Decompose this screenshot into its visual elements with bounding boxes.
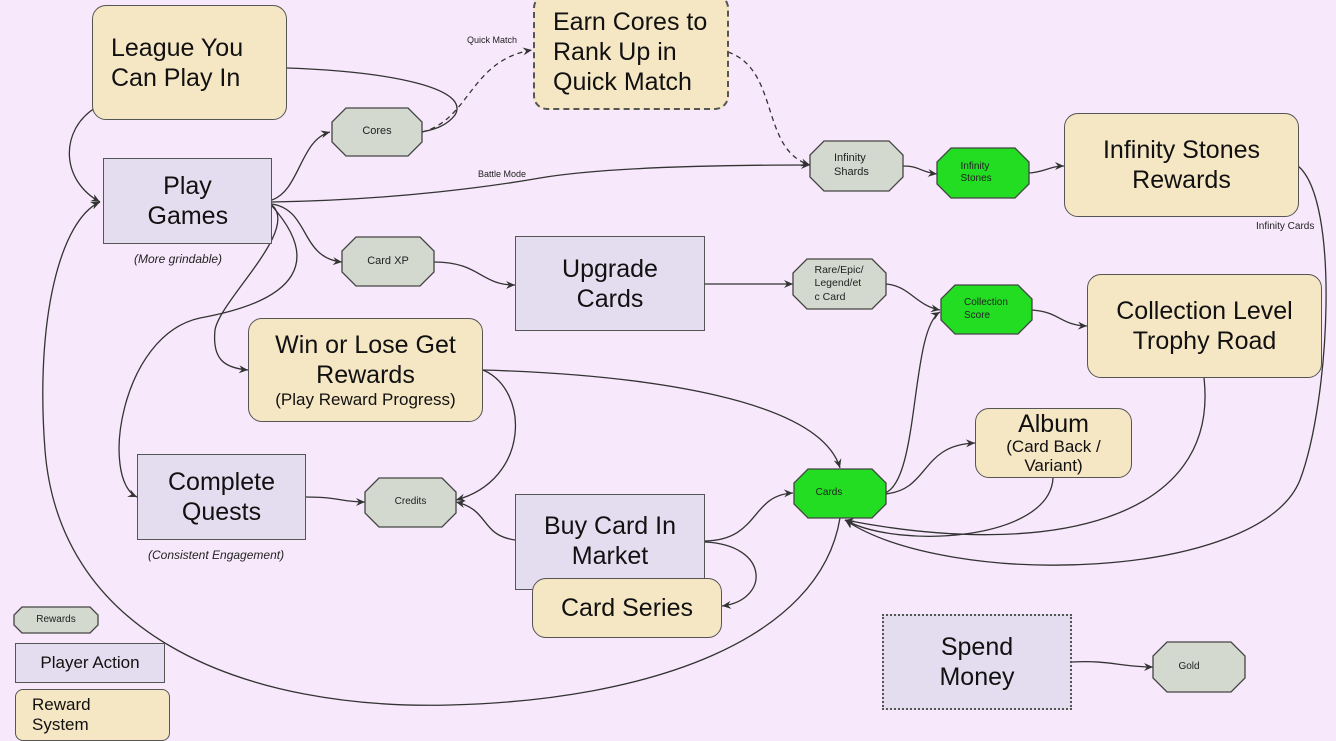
edge-play-to-cores xyxy=(271,130,331,201)
edge-winlose-to-credits xyxy=(455,369,516,502)
edge-cards-to-album xyxy=(884,439,976,495)
node-win-lose-label: Win or Lose Get Rewards xyxy=(275,330,456,389)
legend-rewards: Rewards xyxy=(13,606,99,634)
edge-play-to-winlose xyxy=(213,204,279,374)
legend-reward-system: Reward System xyxy=(15,689,170,741)
reward-cores-label: Cores xyxy=(362,125,392,138)
edge-label-quick-match: Quick Match xyxy=(467,35,518,45)
legend-player-action: Player Action xyxy=(15,643,165,683)
octagon-shape xyxy=(341,236,435,287)
reward-collection-score-label: Collection Score xyxy=(964,297,1008,321)
node-collection-level[interactable]: Collection Level Trophy Road xyxy=(1087,274,1322,378)
edge-buy-to-credits xyxy=(455,500,516,541)
edge-play-to-cardxp xyxy=(271,203,343,266)
octagon-shape xyxy=(936,147,1030,199)
reward-infinity-shards-label: Infinity Shards xyxy=(834,152,869,178)
node-album[interactable]: Album (Card Back / Variant) xyxy=(975,408,1132,478)
edge-trophy-to-cards xyxy=(844,377,1206,536)
reward-infinity-stones[interactable]: Infinity Stones xyxy=(936,147,1030,199)
reward-infinity-stones-label: Infinity Stones xyxy=(960,160,992,185)
octagon-shape xyxy=(13,606,99,634)
edge-album-to-cards xyxy=(844,477,1054,537)
edge-cardxp-to-upgrade xyxy=(433,261,516,289)
edge-shards-to-stones xyxy=(902,165,938,177)
octagon-shape xyxy=(331,107,423,157)
legend-player-action-label: Player Action xyxy=(40,652,140,672)
edge-cores-to-earn xyxy=(421,47,533,133)
node-upgrade-cards[interactable]: Upgrade Cards xyxy=(515,236,705,331)
edge-cards-loop-to-play xyxy=(42,201,841,706)
node-complete-quests[interactable]: Complete Quests xyxy=(137,454,306,540)
octagon-shape xyxy=(792,258,887,310)
node-earn-cores[interactable]: Earn Cores to Rank Up in Quick Match xyxy=(533,0,729,110)
node-infinity-rewards-label: Infinity Stones Rewards xyxy=(1102,136,1261,194)
reward-rarity-card[interactable]: Rare/Epic/Legend/etc Card xyxy=(792,258,887,310)
legend-rewards-label: Rewards xyxy=(36,613,76,625)
octagon-shape xyxy=(793,468,887,519)
octagon-shape xyxy=(1152,641,1246,693)
reward-cards[interactable]: Cards xyxy=(793,468,887,519)
edge-league-to-cores xyxy=(286,67,458,133)
edge-quests-to-credits xyxy=(305,496,366,506)
reward-credits[interactable]: Credits xyxy=(364,477,457,528)
reward-collection-score[interactable]: Collection Score xyxy=(940,284,1033,335)
reward-card-xp-label: Card XP xyxy=(367,254,409,267)
edge-spend-to-gold xyxy=(1071,661,1154,671)
node-collection-level-label: Collection Level Trophy Road xyxy=(1116,297,1293,355)
octagon-shape xyxy=(940,284,1033,335)
reward-card-xp[interactable]: Card XP xyxy=(341,236,435,287)
edge-league-to-play xyxy=(68,107,101,203)
reward-gold[interactable]: Gold xyxy=(1152,641,1246,693)
node-play-games[interactable]: Play Games xyxy=(103,158,272,244)
edge-infinity-to-cards xyxy=(844,165,1327,566)
edge-winlose-to-cards xyxy=(482,369,842,469)
node-album-sub: (Card Back / Variant) xyxy=(1006,437,1101,475)
complete-quests-caption: (Consistent Engagement) xyxy=(148,548,285,562)
play-games-caption: (More grindable) xyxy=(134,252,223,266)
node-infinity-rewards[interactable]: Infinity Stones Rewards xyxy=(1064,113,1299,217)
edge-buy-to-cards xyxy=(704,489,794,542)
reward-rarity-card-label: Rare/Epic/Legend/etc Card xyxy=(814,264,864,303)
node-complete-quests-label: Complete Quests xyxy=(168,468,275,526)
edge-label-infinity-cards: Infinity Cards xyxy=(1256,221,1315,232)
node-buy-card[interactable]: Buy Card In Market xyxy=(515,494,705,590)
reward-credits-label: Credits xyxy=(394,496,427,508)
edge-play-to-quests xyxy=(118,205,298,498)
node-league[interactable]: League You Can Play In xyxy=(92,5,287,120)
edge-label-battle-mode: Battle Mode xyxy=(478,169,527,179)
node-league-label: League You Can Play In xyxy=(111,33,244,92)
node-spend-money-label: Spend Money xyxy=(939,633,1015,691)
node-win-lose[interactable]: Win or Lose Get Rewards (Play Reward Pro… xyxy=(248,318,483,422)
edge-rarity-to-collection xyxy=(885,283,941,313)
edge-collection-to-trophy xyxy=(1031,309,1088,330)
edge-earn-to-shards xyxy=(727,51,811,167)
node-upgrade-cards-label: Upgrade Cards xyxy=(562,254,658,313)
edge-play-to-shards-battle xyxy=(271,161,811,203)
reward-gold-label: Gold xyxy=(1178,660,1200,672)
node-card-series[interactable]: Card Series xyxy=(532,578,722,638)
node-album-label: Album xyxy=(1018,409,1089,438)
edge-buy-to-series xyxy=(704,541,757,609)
octagon-shape xyxy=(809,140,904,192)
reward-cards-label: Cards xyxy=(815,487,843,499)
node-buy-card-label: Buy Card In Market xyxy=(543,512,676,570)
reward-cores[interactable]: Cores xyxy=(331,107,423,157)
node-play-games-label: Play Games xyxy=(147,172,229,230)
node-win-lose-sub: (Play Reward Progress) xyxy=(275,389,456,409)
edge-stones-to-rewards xyxy=(1028,162,1065,174)
legend-reward-system-label: Reward System xyxy=(32,695,91,734)
node-card-series-label: Card Series xyxy=(561,594,693,622)
node-earn-cores-label: Earn Cores to Rank Up in Quick Match xyxy=(553,8,708,96)
octagon-shape xyxy=(364,477,457,528)
node-spend-money[interactable]: Spend Money xyxy=(882,614,1072,710)
reward-infinity-shards[interactable]: Infinity Shards xyxy=(809,140,904,192)
edge-cards-to-collection xyxy=(884,311,941,494)
